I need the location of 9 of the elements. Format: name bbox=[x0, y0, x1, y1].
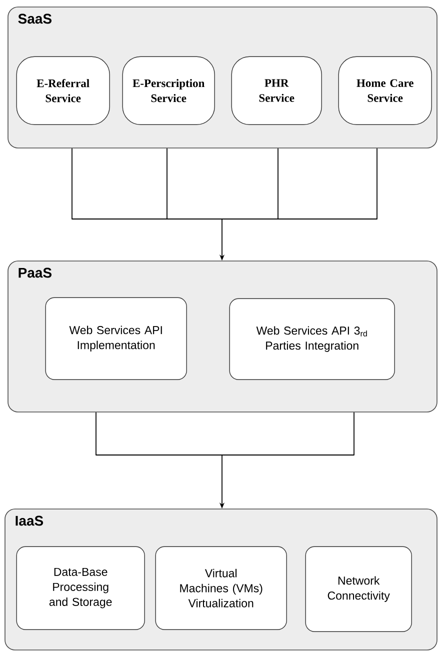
component-box: Web Services API Implementation bbox=[45, 297, 187, 380]
component-box: Data-Base Processing and Storage bbox=[16, 546, 145, 630]
service-box: E-Referral Service bbox=[16, 56, 110, 125]
component-box: Network Connectivity bbox=[305, 546, 412, 632]
service-box: E-Perscription Service bbox=[122, 56, 215, 125]
component-box: Virtual Machines (VMs) Virtualization bbox=[155, 546, 287, 630]
service-box: Home Care Service bbox=[338, 56, 432, 125]
component-box: Web Services API 3$_{rd}$ Parties Integration bbox=[229, 298, 395, 380]
service-box: PHR Service bbox=[231, 56, 322, 125]
